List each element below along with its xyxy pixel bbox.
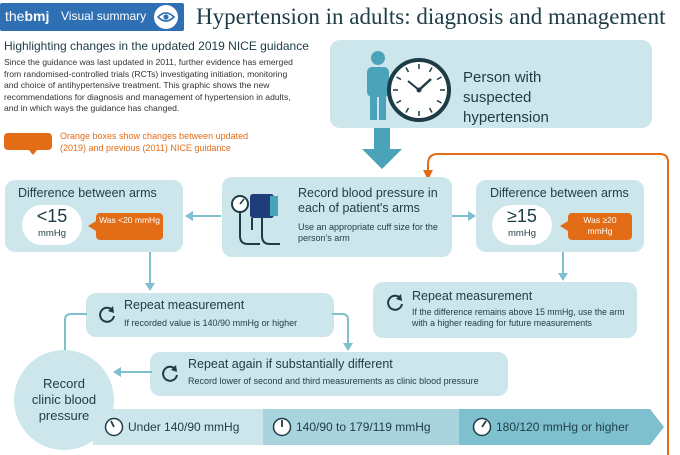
diff-right-value: ≥15 xyxy=(507,206,537,226)
repeat-right-box xyxy=(373,282,637,338)
visual-summary-label: Visual summary xyxy=(61,9,147,23)
legend-swatch-tail xyxy=(28,149,38,155)
person-icon xyxy=(364,50,392,127)
legend-text: Orange boxes show changes between update… xyxy=(60,131,249,153)
gauge-low-icon xyxy=(104,417,124,442)
repeat-right-icon xyxy=(385,293,405,318)
diff-left-title: Difference between arms xyxy=(18,186,157,200)
eye-icon xyxy=(154,5,178,29)
arrow-to-diff-left xyxy=(185,211,221,221)
brand-bar xyxy=(0,3,184,31)
diff-left-was-box xyxy=(96,213,163,240)
diff-left-was: Was <20 mmHg xyxy=(99,215,160,225)
band-high-label: 180/120 mmHg or higher xyxy=(496,420,629,434)
diff-left-was-tail xyxy=(88,221,96,231)
brand-the: the xyxy=(5,8,25,24)
diff-left-unit: mmHg xyxy=(38,228,66,239)
intro-body: Since the guidance was last updated in 2… xyxy=(4,57,293,114)
arrow-diff-left-down xyxy=(145,252,155,291)
arrow-again-to-clinic xyxy=(113,367,152,377)
band-middle xyxy=(263,409,459,445)
repeat-left-note: If recorded value is 140/90 mmHg or high… xyxy=(124,318,298,328)
repeat-again-note: Record lower of second and third measure… xyxy=(188,376,479,386)
arrow-down-main xyxy=(374,128,390,150)
diff-right-was: Was ≥20 mmHg xyxy=(583,215,617,236)
arrow-down-main-head xyxy=(362,149,402,169)
arrow-repeat-left-to-again xyxy=(332,313,353,351)
clock-icon xyxy=(386,57,452,128)
diff-right-pill xyxy=(492,205,552,245)
gauge-high-icon xyxy=(472,417,492,442)
brand-logo: thebmj xyxy=(5,8,49,24)
orange-connector xyxy=(423,153,669,455)
repeat-again-icon xyxy=(160,364,180,389)
diff-right-was-tail xyxy=(560,221,568,231)
diff-right-title: Difference between arms xyxy=(490,186,629,200)
gauge-mid-icon xyxy=(272,417,292,442)
brand-bmj: bmj xyxy=(24,8,50,24)
person-label: Person with suspected hypertension xyxy=(463,69,549,126)
diff-right-unit: mmHg xyxy=(508,228,536,239)
band-under-label: Under 140/90 mmHg xyxy=(128,420,240,434)
repeat-again-box xyxy=(150,352,508,396)
record-bp-title: Record blood pressure in each of patient… xyxy=(298,186,438,215)
record-bp-note: Use an appropriate cuff size for the per… xyxy=(298,222,438,243)
repeat-left-box xyxy=(86,293,334,337)
repeat-left-icon xyxy=(97,305,117,330)
bp-monitor-icon xyxy=(230,188,292,253)
repeat-right-title: Repeat measurement xyxy=(412,289,533,303)
repeat-right-note: If the difference remains above 15 mmHg,… xyxy=(412,307,625,328)
legend-orange-swatch xyxy=(4,133,52,150)
band-middle-label: 140/90 to 179/119 mmHg xyxy=(296,420,431,434)
page-title: Hypertension in adults: diagnosis and ma… xyxy=(196,4,666,29)
arrow-diff-right-down xyxy=(558,252,568,281)
diff-right-was-box xyxy=(568,213,632,240)
repeat-left-title: Repeat measurement xyxy=(124,298,245,312)
diff-left-pill xyxy=(22,205,82,245)
record-clinic-label: Record clinic blood pressure xyxy=(31,376,97,423)
repeat-again-title: Repeat again if substantially different xyxy=(188,357,393,371)
diff-left-value: <15 xyxy=(36,206,68,226)
arrow-to-diff-right xyxy=(452,211,476,221)
intro-subtitle: Highlighting changes in the updated 2019… xyxy=(4,39,309,53)
band-arrowhead xyxy=(650,409,664,445)
